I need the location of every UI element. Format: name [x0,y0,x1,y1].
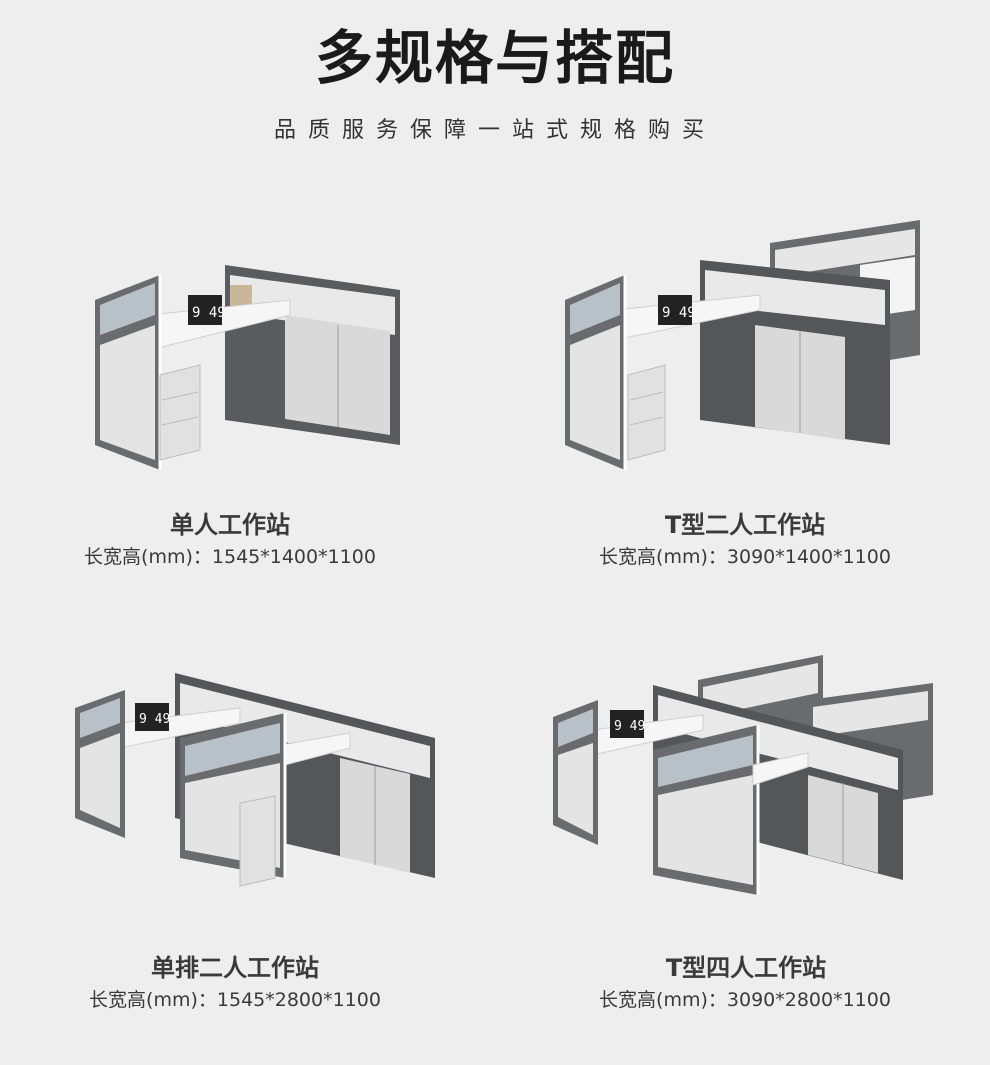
workstation-image: 9 49 [95,265,400,470]
product-dimensions: 长宽高(mm)：1545*1400*1100 [84,546,376,568]
product-card-single-workstation[interactable]: 9 49 [90,255,410,480]
product-name: T型二人工作站 [664,511,826,539]
page-subtitle: 品质服务保障一站式规格购买 [273,118,716,143]
product-card-t-two-person[interactable]: 9 49 [560,215,930,480]
monitor-screen [135,703,169,731]
page-title: 多规格与搭配 [314,24,675,92]
monitor-clock: 9 49 [192,305,226,321]
monitor-screen [188,295,222,325]
workstation-image: 9 49 [565,220,920,470]
product-name: T型四人工作站 [665,954,827,982]
product-dimensions: 长宽高(mm)：3090*2800*1100 [599,989,891,1011]
monitor-clock: 9 49 [139,712,170,727]
monitor-screen [658,295,692,325]
monitor-screen [610,710,644,738]
workstation-image: 9 49 [75,673,435,887]
monitor-clock: 9 49 [662,305,696,321]
product-name: 单排二人工作站 [151,954,319,982]
product-name: 单人工作站 [170,511,290,539]
workstation-image: 9 49 [553,655,933,895]
product-card-t-four-person[interactable]: 9 49 [548,655,938,900]
product-dimensions: 长宽高(mm)：1545*2800*1100 [89,989,381,1011]
product-dimensions: 长宽高(mm)：3090*1400*1100 [599,546,891,568]
product-card-row-two-person[interactable]: 9 49 [70,668,440,893]
monitor-clock: 9 49 [614,719,645,734]
